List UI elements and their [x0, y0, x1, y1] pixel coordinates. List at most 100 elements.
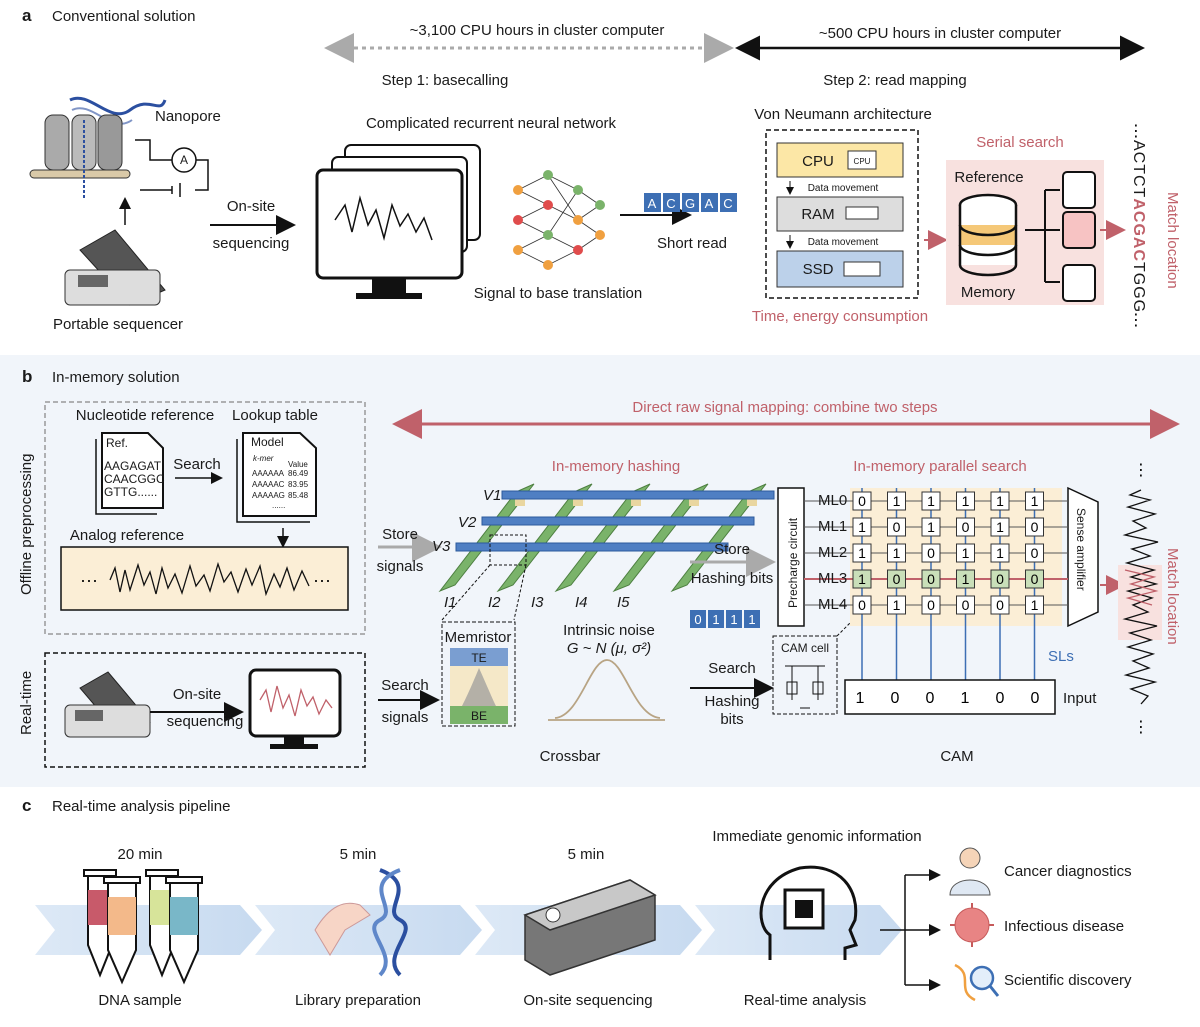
database-icon: [958, 193, 1018, 277]
panel-b-letter: b: [22, 367, 32, 386]
cam-cell: [887, 491, 906, 511]
analog-ref-box: [60, 546, 349, 611]
cam-cell: [956, 569, 975, 589]
cam-cell: [852, 569, 872, 589]
offline-box: [44, 401, 366, 635]
outcomes-bracket: [880, 875, 906, 985]
cam-cell-value: 1: [893, 597, 901, 613]
dna-tubes-icon: [83, 869, 203, 985]
outcome-2: Scientific discovery: [1004, 972, 1132, 989]
cam-cell: [990, 517, 1010, 537]
onsite-label-1: On-site: [227, 198, 275, 215]
cpu-hours-step2: ~500 CPU hours in cluster computer: [819, 25, 1061, 42]
ref-doc-title: Ref.: [106, 436, 128, 450]
cam-cell-value: 0: [996, 571, 1004, 587]
table-row-1-kmer: AAAAAC: [252, 480, 285, 489]
voltage-v1: V1: [483, 487, 501, 504]
ammeter-circuit: [135, 139, 209, 197]
nanopore-label: Nanopore: [155, 108, 221, 125]
cam-cell-box: [772, 635, 838, 715]
panel-b: b In-memory solution Direct raw signal m…: [18, 367, 1181, 768]
step-1-time: 5 min: [340, 846, 377, 863]
gaussian-curve: [548, 659, 665, 721]
cam-cell-circuit: [785, 665, 825, 709]
ref-line-1: CAACGGC: [104, 472, 165, 486]
cam-cell-value: 1: [996, 519, 1004, 535]
seq-mid: ACGAC: [1130, 198, 1147, 262]
seq-dots-top: ⋮: [1128, 123, 1144, 140]
step-2-label: On-site sequencing: [523, 992, 652, 1009]
store-hashing-1: Store: [714, 541, 750, 558]
match-location-b: Match location: [1164, 548, 1181, 645]
seq-left: ACTCT: [1130, 140, 1147, 198]
serial-search-label: Serial search: [976, 134, 1064, 151]
ref-document-icon: [95, 432, 164, 515]
cam-cell-value: 0: [962, 597, 970, 613]
current-i4: I4: [575, 594, 588, 611]
be-label: BE: [471, 709, 487, 723]
base-4: C: [723, 196, 732, 211]
cam-cell-value: 0: [858, 493, 866, 509]
ai-head-icon: [759, 865, 859, 960]
cam-cell: [852, 595, 872, 615]
ram-block: [776, 196, 904, 232]
analog-signal: [109, 561, 310, 597]
cam-cell-value: 0: [858, 597, 866, 613]
cam-cell: [1025, 595, 1044, 615]
cam-cell-value: 1: [1031, 493, 1039, 509]
input-label: Input: [1063, 690, 1097, 707]
input-bit: 1: [961, 690, 970, 707]
cam-cell-value: 1: [996, 493, 1004, 509]
realtime-label: Real-time: [18, 671, 35, 735]
memory-label: Memory: [961, 284, 1016, 301]
cam-cell-label: CAM cell: [781, 641, 829, 655]
sense-amp-label: Sense amplifier: [1074, 508, 1088, 591]
table-row-0-value: 86.49: [288, 469, 309, 478]
cpu-hours-step1: ~3,100 CPU hours in cluster computer: [410, 22, 665, 39]
cam-cell: [921, 543, 941, 563]
store-signals-1: Store: [382, 526, 418, 543]
cam-cell: [887, 517, 906, 537]
panel-c-title: Real-time analysis pipeline: [52, 798, 230, 815]
panel-c: c Real-time analysis pipeline 20 min 5 m…: [22, 796, 1132, 1009]
offline-label: Offline preprocessing: [18, 454, 35, 595]
base-0: A: [648, 196, 657, 211]
match-line-3: ML3: [818, 570, 847, 587]
memristor-filament: [462, 668, 496, 706]
reference-label: Reference: [954, 169, 1023, 186]
cam-cell: [852, 517, 872, 537]
step2-label: Step 2: read mapping: [823, 72, 966, 89]
model-label: Model: [251, 435, 284, 449]
seq-dots-bottom: ⋮: [1128, 312, 1144, 329]
te-label: TE: [471, 651, 486, 665]
value-label: Value: [288, 460, 308, 469]
cam-cell: [1025, 491, 1044, 511]
discovery-icon: [954, 963, 1000, 1002]
data-movement-1: Data movement: [808, 183, 879, 194]
step-1-label: Library preparation: [295, 992, 421, 1009]
cam-cell-value: 0: [962, 519, 970, 535]
doctor-icon: [949, 847, 991, 896]
input-bit: 0: [996, 690, 1005, 707]
cam-cell: [921, 569, 941, 589]
outcome-0: Cancer diagnostics: [1004, 863, 1132, 880]
step-2-time: 5 min: [568, 846, 605, 863]
store-signals-2: signals: [377, 558, 424, 575]
analog-ref-label: Analog reference: [70, 527, 184, 544]
match-line-4: ML4: [818, 596, 847, 613]
cam-cell: [990, 491, 1010, 511]
match-sequence: ACTCTACGACTGGG: [1130, 140, 1147, 313]
base-2: G: [685, 196, 695, 211]
ram-chip-icon: [845, 206, 879, 220]
ref-line-0: AAGAGAT: [104, 459, 162, 473]
step-0-time: 20 min: [117, 846, 162, 863]
current-i1: I1: [444, 594, 457, 611]
cam-cell-value: 0: [996, 597, 1004, 613]
immediate-info-label: Immediate genomic information: [712, 828, 921, 845]
memristor-te: [450, 648, 508, 666]
cam-cell-value: 1: [893, 493, 901, 509]
ssd-block: [776, 250, 904, 288]
cam-cell: [921, 517, 941, 537]
